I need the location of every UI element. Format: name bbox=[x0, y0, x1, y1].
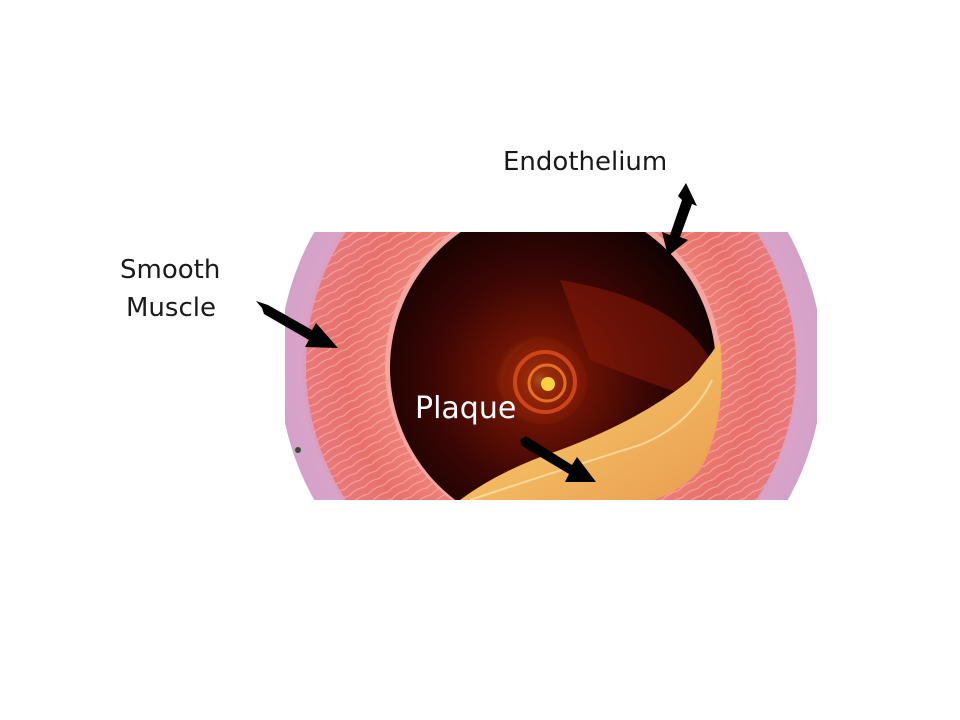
endothelium-arrow-icon bbox=[662, 183, 697, 256]
plaque-arrow-icon bbox=[520, 436, 596, 482]
smooth-muscle-label-line1: Smooth bbox=[120, 255, 221, 285]
lumen-glow bbox=[541, 377, 555, 391]
smooth-muscle-label: Smooth Muscle bbox=[120, 251, 220, 327]
endothelium-label: Endothelium bbox=[503, 147, 668, 177]
smooth-muscle-label-line2: Muscle bbox=[126, 293, 216, 323]
plaque-deposit bbox=[460, 340, 722, 500]
plaque-label: Plaque bbox=[415, 391, 517, 426]
smooth-muscle-arrow-icon bbox=[256, 301, 338, 348]
